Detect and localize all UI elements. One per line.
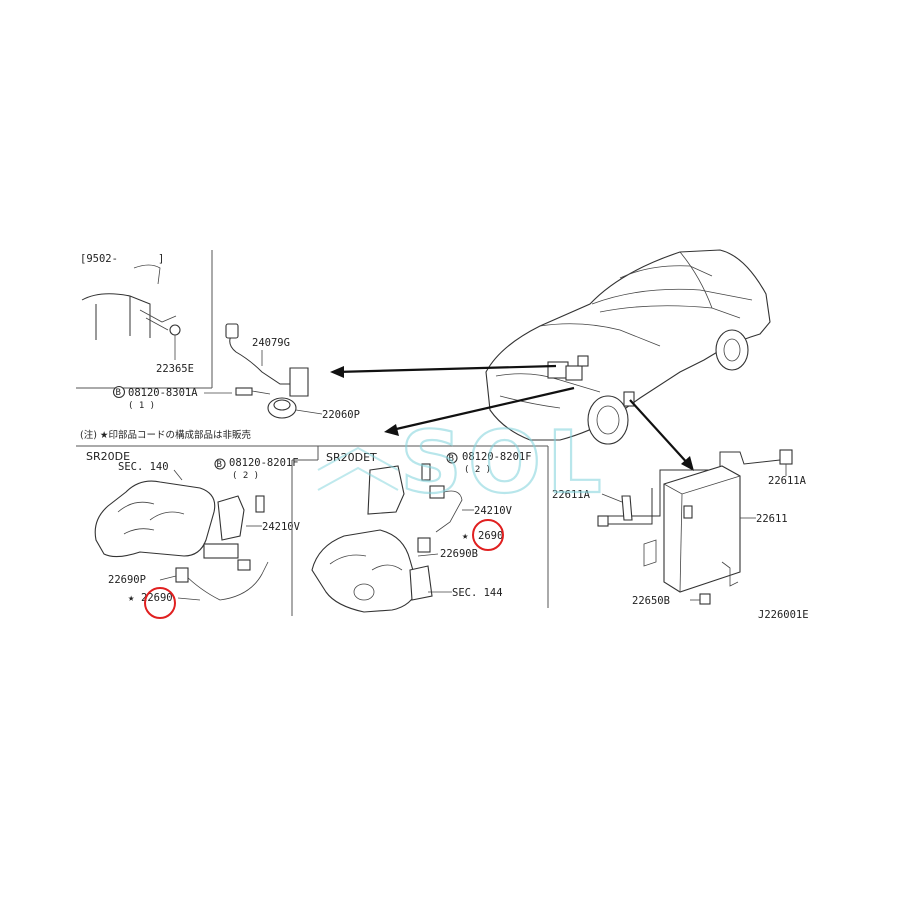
circled-b-symbol: B — [116, 388, 121, 398]
circled-b-symbol-3: B — [449, 454, 454, 464]
circled-b-symbol-2: B — [217, 460, 222, 470]
frame-label-close: ] — [158, 253, 164, 265]
label-22611: 22611 — [756, 513, 788, 525]
engine-label-sr20det: SR20DET — [326, 451, 377, 464]
label-22611A-left: 22611A — [552, 489, 591, 501]
star-left: ★ — [128, 592, 135, 604]
label-24210V-right: 24210V — [474, 505, 513, 517]
label-sec140: SEC. 140 — [118, 461, 169, 473]
label-22060P: 22060P — [322, 409, 360, 421]
label-22690P: 22690P — [108, 574, 146, 586]
label-22611A-right: 22611A — [768, 475, 807, 487]
inset-panel: [9502- ] 22365E — [76, 250, 213, 389]
label-22690-right: 2690 — [478, 530, 503, 542]
frame-label: [9502- — [80, 253, 118, 265]
diagram-id: J226001E — [758, 609, 809, 621]
label-24210V-left: 24210V — [262, 521, 301, 533]
label-qty-2-left: ( 2 ) — [232, 471, 259, 481]
knock-sensor-group: 24079G 22060P B 08120-8301A ( 1 ) — [112, 323, 360, 421]
engine-label-sr20de: SR20DE — [86, 450, 130, 463]
highlight-circle-right — [472, 519, 504, 551]
label-24079G: 24079G — [252, 337, 290, 349]
label-22690B: 22690B — [440, 548, 478, 560]
label-22690-left: 22690 — [141, 592, 173, 604]
label-08120-8201F-left: 08120-8201F — [229, 457, 299, 469]
sol-watermark: SOL — [317, 412, 608, 514]
label-22650B: 22650B — [632, 595, 670, 607]
ecu-group: 22611A 22611A 22611 22650B J226001E — [552, 449, 809, 621]
sr20de-panel: SR20DE SEC. 140 B 08120-8201F ( 2 ) 2421… — [76, 445, 548, 619]
label-08120-8301A: 08120-8301A — [128, 387, 198, 399]
sr20det-panel: SR20DET B 08120-8201F ( 2 ) 24210V 22690… — [291, 446, 549, 616]
label-qty-2-right: ( 2 ) — [464, 465, 491, 475]
star-right: ★ — [462, 530, 469, 542]
watermark-text: SOL — [400, 413, 608, 513]
highlight-circle-left — [144, 587, 176, 619]
label-08120-8201F-right: 08120-8201F — [462, 451, 532, 463]
label-sec144: SEC. 144 — [452, 587, 503, 599]
label-22365E: 22365E — [156, 363, 194, 375]
label-qty-1: ( 1 ) — [128, 401, 155, 411]
note-text: (注) ★印部品コードの構成部品は非販売 — [80, 429, 251, 441]
pointer-arrows — [330, 364, 694, 471]
